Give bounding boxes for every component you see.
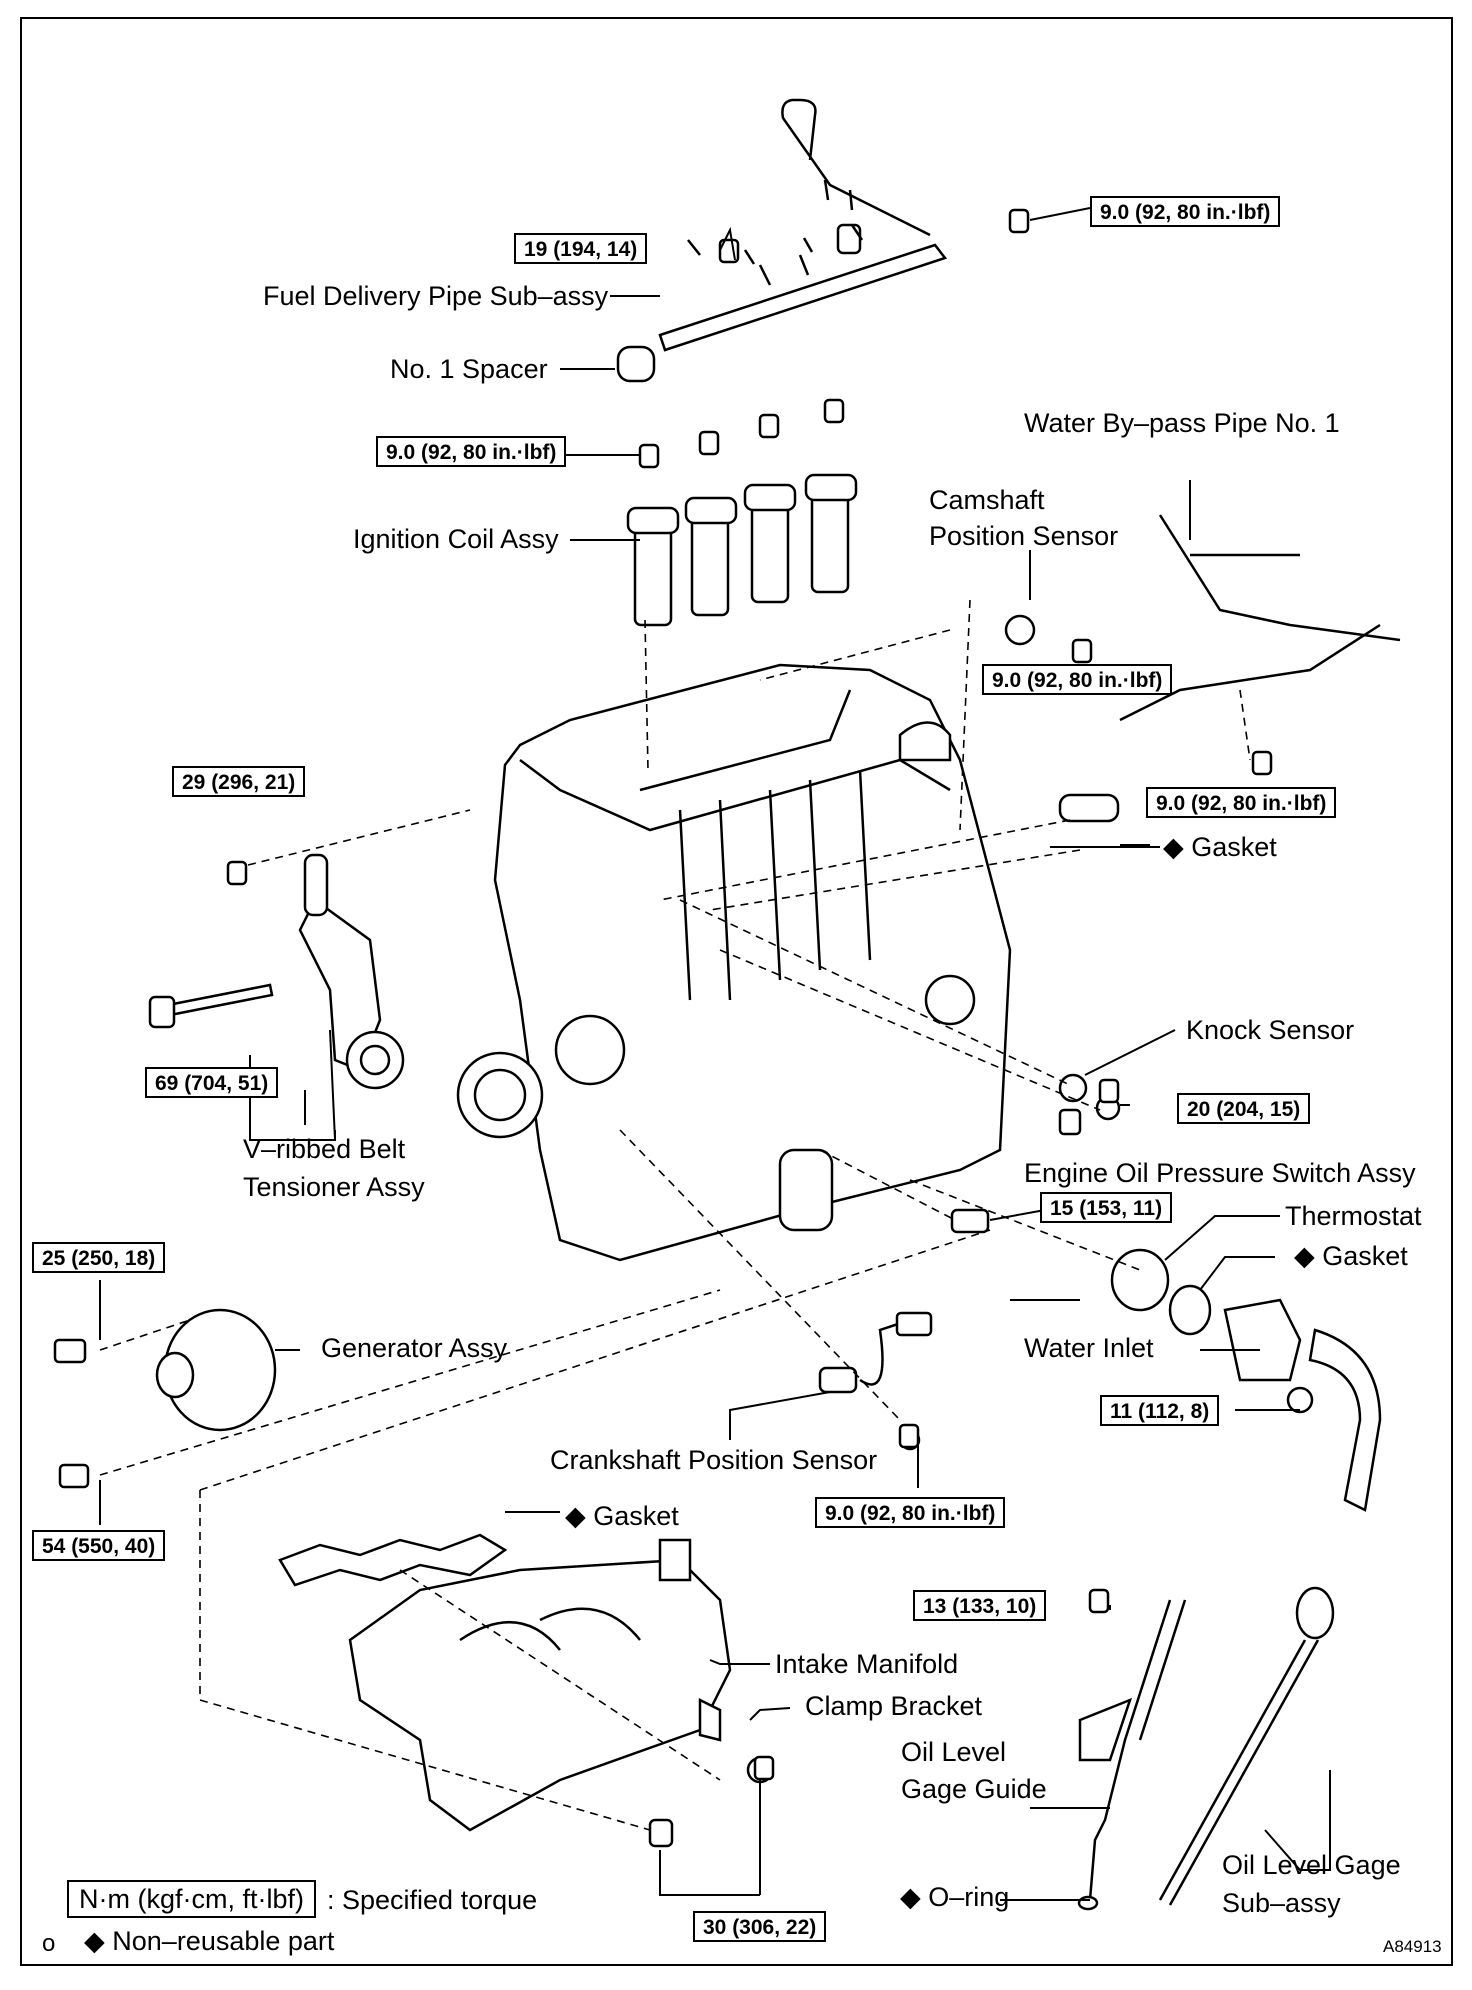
thermostat-inlet-drawing — [1110, 1248, 1382, 1512]
legend-torque-unit-box: N·m (kgf·cm, ft·lbf) — [67, 1880, 316, 1918]
label-gasket-upper: ◆ Gasket — [1163, 832, 1277, 862]
legend-nonreusable: ◆ Non–reusable part — [84, 1926, 335, 1956]
label-thermostat: Thermostat — [1285, 1201, 1422, 1231]
label-intake-manifold: Intake Manifold — [775, 1649, 959, 1679]
crankshaft-sensor-drawing — [818, 1311, 933, 1451]
label-fuel-delivery-pipe: Fuel Delivery Pipe Sub–assy — [263, 281, 609, 311]
torque-spec-intake-manifold: 30 (306, 22) — [693, 1911, 827, 1942]
torque-spec-camshaft-sensor: 9.0 (92, 80 in.·lbf) — [982, 664, 1173, 695]
torque-spec-ignition-coil: 9.0 (92, 80 in.·lbf) — [376, 436, 567, 467]
label-belt-tensioner-line2: Tensioner Assy — [243, 1172, 425, 1202]
torque-spec-oil-pressure-switch: 15 (153, 11) — [1040, 1192, 1173, 1223]
label-clamp-bracket: Clamp Bracket — [805, 1691, 983, 1721]
tensioner-drawing — [148, 853, 405, 1090]
label-oil-gage-guide-line1: Oil Level — [901, 1737, 1007, 1767]
legend-torque-text: : Specified torque — [327, 1885, 538, 1915]
torque-spec-generator-lower: 54 (550, 40) — [32, 1530, 166, 1561]
label-generator: Generator Assy — [321, 1333, 508, 1363]
intake-manifold-drawing — [278, 1533, 774, 1848]
label-o-ring: ◆ O–ring — [900, 1882, 1010, 1912]
torque-spec-tensioner-nut: 29 (296, 21) — [172, 766, 306, 797]
legend-corner-mark: o — [42, 1930, 56, 1957]
sensors-drawing — [950, 1073, 1121, 1234]
torque-spec-generator-upper: 25 (250, 18) — [32, 1242, 166, 1273]
label-camshaft-sensor-line2: Position Sensor — [929, 521, 1119, 551]
torque-spec-water-inlet: 11 (112, 8) — [1100, 1395, 1220, 1426]
diagram-frame — [20, 17, 1453, 1966]
torque-spec-fuel-pipe-bolt: 9.0 (92, 80 in.·lbf) — [1090, 196, 1281, 227]
ignition-coils-drawing — [626, 473, 858, 627]
label-water-inlet: Water Inlet — [1024, 1333, 1154, 1363]
torque-spec-fuel-pipe-mount: 19 (194, 14) — [514, 233, 648, 264]
generator-drawing — [53, 1308, 277, 1489]
label-gasket-thermostat: ◆ Gasket — [1294, 1241, 1408, 1271]
torque-spec-water-bypass: 9.0 (92, 80 in.·lbf) — [1146, 787, 1337, 818]
label-ignition-coil: Ignition Coil Assy — [353, 524, 559, 554]
label-crankshaft-sensor: Crankshaft Position Sensor — [550, 1445, 878, 1475]
label-no1-spacer: No. 1 Spacer — [390, 354, 548, 384]
bolts-drawing — [226, 208, 1273, 1781]
label-oil-gage-line1: Oil Level Gage — [1222, 1850, 1401, 1880]
torque-spec-knock-sensor: 20 (204, 15) — [1177, 1093, 1311, 1124]
oil-gage-drawing — [1077, 1586, 1335, 1911]
label-knock-sensor: Knock Sensor — [1186, 1015, 1355, 1045]
leader-lines — [99, 207, 1331, 1901]
label-oil-gage-guide-line2: Gage Guide — [901, 1774, 1047, 1804]
torque-spec-gage-guide: 13 (133, 10) — [913, 1590, 1047, 1621]
label-belt-tensioner-line1: V–ribbed Belt — [243, 1134, 406, 1164]
label-camshaft-sensor-line1: Camshaft — [929, 485, 1045, 515]
torque-spec-tensioner-bolt: 69 (704, 51) — [145, 1067, 279, 1098]
label-water-bypass-pipe: Water By–pass Pipe No. 1 — [1024, 408, 1340, 438]
label-oil-gage-line2: Sub–assy — [1222, 1888, 1341, 1918]
dashed-alignment-lines — [99, 599, 1251, 1831]
fuel-delivery-pipe-drawing — [616, 98, 948, 383]
label-gasket-intake: ◆ Gasket — [565, 1501, 679, 1531]
water-bypass-pipe-drawing — [1004, 514, 1401, 823]
label-oil-pressure-switch: Engine Oil Pressure Switch Assy — [1024, 1158, 1416, 1188]
figure-id: A84913 — [1383, 1937, 1442, 1956]
engine-block-drawing — [456, 663, 1012, 1262]
torque-spec-crankshaft-sensor: 9.0 (92, 80 in.·lbf) — [815, 1497, 1006, 1528]
